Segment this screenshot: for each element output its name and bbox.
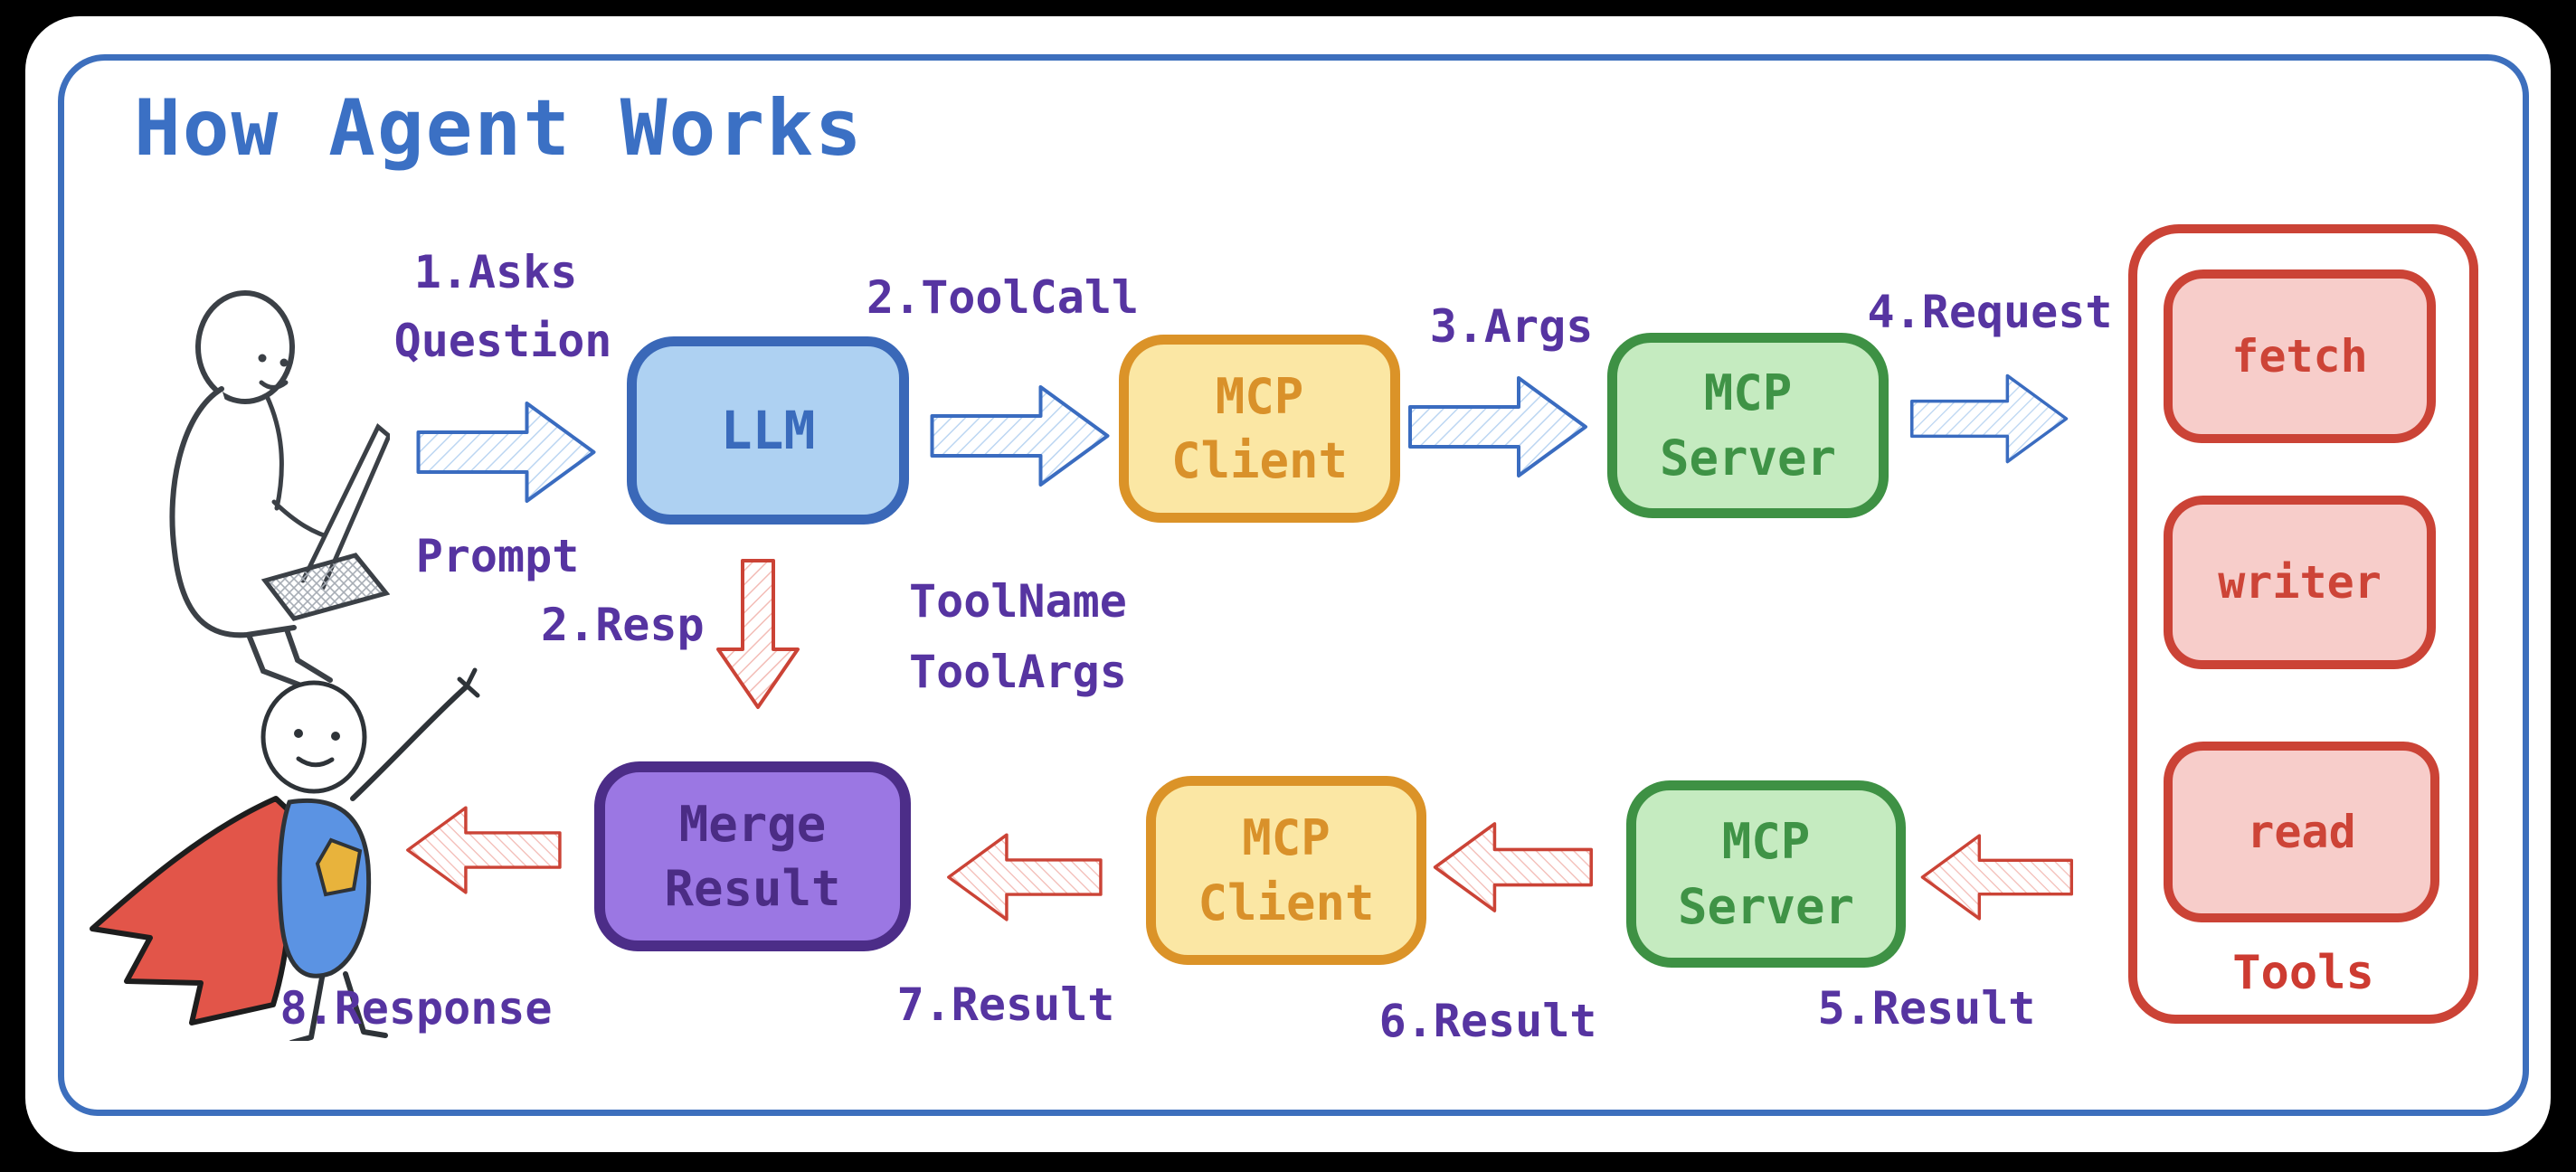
arrow-llm-to-client: [930, 385, 1110, 487]
node-mcp-client-bottom-line2: Client: [1198, 874, 1375, 931]
node-merge-result: Merge Result: [594, 761, 911, 951]
arrow-server-to-tools: [1910, 373, 2069, 464]
tool-writer: writer: [2164, 496, 2436, 669]
superhero-figure: [90, 667, 480, 1041]
node-llm: LLM: [627, 336, 909, 525]
node-mcp-server-bottom-line2: Server: [1677, 877, 1855, 935]
node-merge-line2: Result: [664, 860, 841, 917]
toolname-label: ToolName: [909, 575, 1127, 628]
step6-result-label: 6.Result: [1378, 995, 1597, 1047]
page-title: How Agent Works: [134, 83, 864, 174]
step2-toolcall-label: 2.ToolCall: [867, 271, 1140, 324]
toolargs-label: ToolArgs: [909, 646, 1127, 698]
node-mcp-client-top-line2: Client: [1170, 432, 1349, 489]
node-mcp-server-top: MCP Server: [1607, 333, 1889, 518]
node-mcp-server-bottom-line1: MCP: [1721, 813, 1811, 871]
tools-caption: Tools: [2232, 946, 2374, 1000]
node-mcp-client-bottom-line1: MCP: [1242, 809, 1331, 867]
tool-read-label: read: [2247, 806, 2356, 858]
node-mcp-client-top-line1: MCP: [1215, 367, 1304, 425]
node-mcp-client-bottom: MCP Client: [1146, 776, 1426, 965]
step7-result-label: 7.Result: [896, 978, 1115, 1031]
node-mcp-client-top: MCP Client: [1119, 335, 1400, 523]
tool-read: read: [2164, 742, 2439, 922]
node-mcp-server-top-line2: Server: [1659, 429, 1837, 487]
arrow-client-to-server: [1408, 376, 1587, 477]
arrow-user-to-llm: [416, 402, 596, 503]
arrow-server-to-client-bottom: [1433, 822, 1593, 912]
node-llm-label: LLM: [720, 399, 816, 461]
tool-fetch-label: fetch: [2231, 330, 2368, 383]
step5-result-label: 5.Result: [1817, 982, 2036, 1035]
step1-asks-label: 1.Asks: [413, 246, 578, 298]
step2-resp-label: 2.Resp: [541, 599, 705, 651]
tool-fetch: fetch: [2164, 269, 2436, 443]
arrow-llm-down-response: [716, 559, 800, 709]
arrow-client-to-merge: [947, 833, 1103, 922]
prompt-label: Prompt: [415, 530, 580, 582]
step8-response-label: 8.Response: [279, 982, 553, 1035]
step3-args-label: 3.Args: [1429, 300, 1594, 353]
user-laptop-figure: [169, 290, 390, 688]
step1-question-label: Question: [393, 315, 612, 367]
step4-request-label: 4.Request: [1867, 286, 2113, 338]
node-merge-line1: Merge: [678, 795, 827, 853]
arrow-tools-to-server: [1920, 834, 2073, 921]
node-mcp-server-bottom: MCP Server: [1626, 780, 1906, 968]
arrow-merge-to-user: [406, 806, 562, 894]
tool-writer-label: writer: [2218, 556, 2382, 609]
node-mcp-server-top-line1: MCP: [1703, 364, 1793, 422]
